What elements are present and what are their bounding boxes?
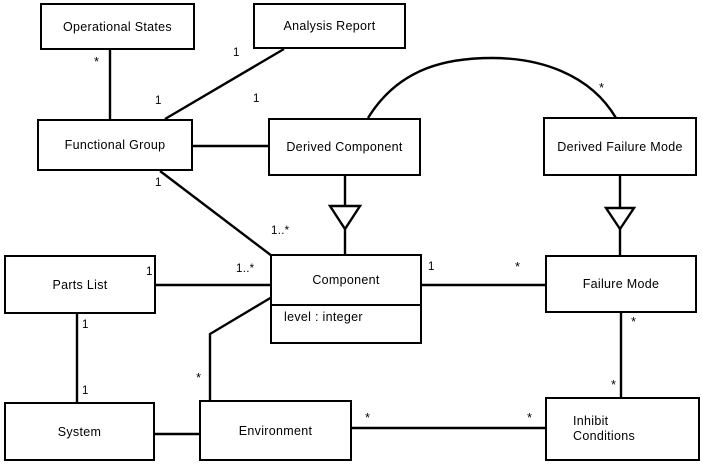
multiplicity-label-operational-states-star: *: [94, 54, 100, 69]
edge-derived-component-derived-failure-mode: [366, 56, 618, 119]
class-name-derived-failure-mode: Derived Failure Mode: [557, 139, 683, 154]
class-attribute-component-level: level : integer: [272, 304, 420, 328]
class-name-failure-mode: Failure Mode: [582, 277, 660, 291]
generalization-triangle-derived-failure-mode-failure-mode: [603, 206, 637, 232]
class-name-component: Component: [312, 273, 380, 287]
class-box-failure-mode[interactable]: Failure Mode: [545, 255, 697, 313]
multiplicity-label-environment-inhibit-left-star: *: [365, 410, 371, 425]
class-name-analysis-report: Analysis Report: [283, 19, 376, 33]
class-name-system: System: [57, 424, 102, 439]
multiplicity-label-functional-group-analysis-1: 1: [155, 95, 162, 107]
class-name-functional-group: Functional Group: [64, 138, 166, 152]
multiplicity-label-derived-failure-mode-star: *: [599, 80, 605, 95]
edge-functional-group-analysis-report: [164, 47, 285, 121]
multiplicity-label-parts-list-component-1-star: 1..*: [236, 263, 255, 275]
multiplicity-label-inhibit-conditions-top-star: *: [611, 377, 617, 392]
class-name-environment: Environment: [238, 423, 313, 438]
multiplicity-label-component-failure-mode-1: 1: [428, 261, 435, 273]
class-box-functional-group[interactable]: Functional Group: [37, 119, 193, 171]
multiplicity-label-functional-group-component-1: 1: [155, 177, 162, 189]
multiplicity-label-failure-mode-star: *: [515, 259, 521, 274]
multiplicity-label-environment-inhibit-right-star: *: [527, 410, 533, 425]
class-name-derived-component: Derived Component: [286, 140, 403, 154]
class-name-operational-states: Operational States: [63, 19, 172, 34]
class-box-component[interactable]: Component level : integer: [270, 254, 422, 344]
class-box-system[interactable]: System: [4, 402, 155, 461]
class-box-derived-failure-mode[interactable]: Derived Failure Mode: [543, 117, 697, 176]
class-box-operational-states[interactable]: Operational States: [40, 3, 195, 50]
class-box-analysis-report[interactable]: Analysis Report: [253, 3, 406, 49]
class-name-inhibit-conditions: Inhibit Conditions: [573, 414, 636, 443]
generalization-triangle-derived-component-component: [327, 204, 363, 232]
multiplicity-label-parts-list-1: 1: [146, 266, 153, 278]
class-box-parts-list[interactable]: Parts List: [4, 255, 156, 314]
edge-component-environment: [208, 295, 273, 400]
multiplicity-label-environment-component-star: *: [196, 370, 202, 385]
multiplicity-label-analysis-report-1: 1: [233, 47, 240, 59]
class-box-inhibit-conditions[interactable]: Inhibit Conditions: [545, 397, 700, 461]
multiplicity-label-system-parts-list-1: 1: [82, 385, 89, 397]
multiplicity-label-derived-component-1: 1: [253, 93, 260, 105]
class-box-derived-component[interactable]: Derived Component: [268, 118, 421, 176]
class-box-environment[interactable]: Environment: [199, 400, 352, 461]
multiplicity-label-parts-list-system-1: 1: [82, 319, 89, 331]
multiplicity-label-component-upper-1-star: 1..*: [271, 225, 290, 237]
multiplicity-label-failure-mode-inhibit-top-star: *: [631, 314, 637, 329]
class-name-parts-list: Parts List: [52, 277, 108, 292]
edge-functional-group-component: [159, 170, 273, 257]
